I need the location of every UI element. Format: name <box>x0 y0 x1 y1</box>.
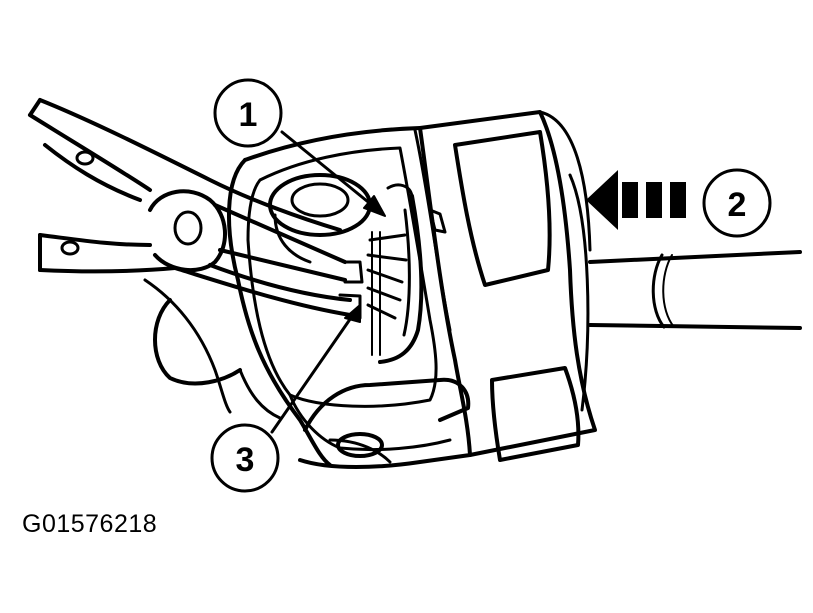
callout-2-label: 2 <box>728 186 747 224</box>
callout-3: 3 <box>210 423 280 493</box>
push-direction-arrow <box>586 170 686 230</box>
snap-ring <box>366 183 447 364</box>
figure-code: G01576218 <box>22 510 158 538</box>
callout-1-label: 1 <box>239 96 258 134</box>
output-shaft <box>588 250 802 330</box>
housing <box>143 110 597 469</box>
callout-2: 2 <box>702 168 772 238</box>
callout-3-arrowhead <box>344 304 361 323</box>
callout-1-arrowhead <box>363 195 386 217</box>
callout-3-label: 3 <box>236 441 255 479</box>
callout-3-leader <box>270 310 357 434</box>
snap-ring-pliers <box>28 98 364 320</box>
callout-1-leader <box>280 130 380 212</box>
callout-1: 1 <box>213 78 283 148</box>
